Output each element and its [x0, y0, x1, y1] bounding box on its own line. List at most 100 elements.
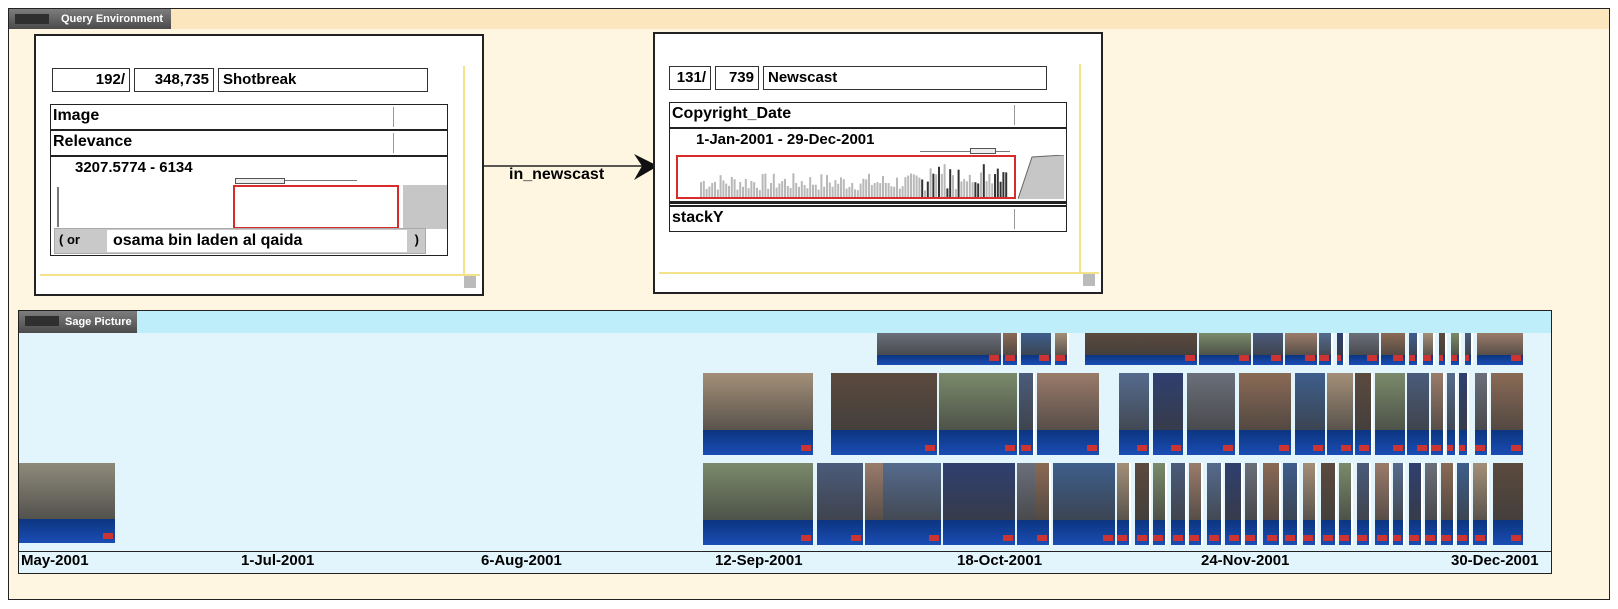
video-thumbnail[interactable]: [1441, 463, 1455, 545]
video-thumbnail[interactable]: [1375, 373, 1405, 455]
video-thumbnail[interactable]: [703, 373, 813, 455]
query-environment-titlebar[interactable]: [171, 9, 1609, 29]
video-thumbnail[interactable]: [1375, 463, 1391, 545]
video-thumbnail[interactable]: [1003, 333, 1019, 365]
video-thumbnail[interactable]: [1135, 463, 1151, 545]
video-thumbnail[interactable]: [883, 463, 941, 545]
video-thumbnail[interactable]: [1491, 373, 1523, 455]
video-thumbnail[interactable]: [1393, 463, 1405, 545]
video-thumbnail[interactable]: [1199, 333, 1251, 365]
video-thumbnail[interactable]: [1253, 333, 1283, 365]
video-thumbnail[interactable]: [1117, 463, 1131, 545]
sage-picture-titlebar[interactable]: [137, 311, 1551, 333]
video-thumbnail[interactable]: [1189, 463, 1203, 545]
video-thumbnail[interactable]: [1357, 463, 1371, 545]
histogram-bar: [1002, 172, 1005, 197]
video-thumbnail[interactable]: [1381, 333, 1405, 365]
histogram-bar: [938, 166, 940, 197]
attribute-image[interactable]: Image: [50, 104, 448, 130]
news-banner: [1327, 430, 1353, 455]
or-close-paren: ): [414, 232, 419, 247]
news-banner: [1493, 520, 1523, 545]
video-thumbnail[interactable]: [703, 463, 813, 545]
video-thumbnail[interactable]: [19, 463, 115, 543]
video-thumbnail[interactable]: [1355, 373, 1373, 455]
video-thumbnail[interactable]: [877, 333, 1001, 365]
video-thumbnail[interactable]: [1153, 373, 1183, 455]
newscast-node-name[interactable]: Newscast: [763, 66, 1047, 90]
newscast-node[interactable]: 131/ 739 Newscast Copyright_Date 1-Jan-2…: [653, 32, 1103, 294]
video-thumbnail[interactable]: [1035, 463, 1051, 545]
video-thumbnail[interactable]: [1451, 333, 1461, 365]
date-range-slider[interactable]: [970, 148, 996, 154]
divider: [1014, 209, 1015, 229]
news-banner: [1119, 430, 1149, 455]
video-thumbnail[interactable]: [939, 373, 1017, 455]
attribute-stacky[interactable]: stackY: [669, 206, 1067, 232]
video-thumbnail[interactable]: [1295, 373, 1325, 455]
video-thumbnail[interactable]: [1263, 463, 1281, 545]
relation-arrow[interactable]: [484, 150, 658, 190]
video-thumbnail[interactable]: [943, 463, 1015, 545]
video-thumbnail[interactable]: [1423, 333, 1435, 365]
video-thumbnail[interactable]: [1473, 463, 1489, 545]
video-thumbnail[interactable]: [1225, 463, 1243, 545]
video-thumbnail[interactable]: [1447, 373, 1457, 455]
video-thumbnail[interactable]: [831, 373, 937, 455]
shotbreak-result-count: 192/: [52, 68, 130, 92]
video-thumbnail[interactable]: [1153, 463, 1167, 545]
video-thumbnail[interactable]: [1439, 333, 1447, 365]
video-thumbnail[interactable]: [1459, 373, 1469, 455]
relevance-range-slider[interactable]: [235, 178, 285, 184]
video-thumbnail[interactable]: [1037, 373, 1099, 455]
shotbreak-node-name[interactable]: Shotbreak: [218, 68, 428, 92]
shotbreak-node[interactable]: 192/ 348,735 Shotbreak Image Relevance 3…: [34, 34, 484, 296]
video-thumbnail[interactable]: [1171, 463, 1187, 545]
video-thumbnail[interactable]: [1021, 333, 1051, 365]
or-clause[interactable]: ( or osama bin laden al qaida ): [54, 228, 426, 254]
axis-label: 30-Dec-2001: [1451, 552, 1539, 569]
video-thumbnail[interactable]: [1187, 373, 1235, 455]
attribute-relevance[interactable]: Relevance: [50, 130, 448, 156]
histogram-bar: [812, 184, 814, 197]
resize-handle[interactable]: [464, 276, 476, 288]
video-thumbnail[interactable]: [1053, 463, 1115, 545]
video-thumbnail[interactable]: [1119, 373, 1149, 455]
relevance-selection-box[interactable]: [233, 185, 399, 229]
video-thumbnail[interactable]: [1475, 373, 1489, 455]
video-thumbnail[interactable]: [1409, 333, 1419, 365]
relation-label[interactable]: in_newscast: [509, 166, 605, 183]
histogram-bar: [761, 174, 764, 197]
video-thumbnail[interactable]: [1327, 373, 1353, 455]
video-thumbnail[interactable]: [1431, 373, 1445, 455]
video-thumbnail[interactable]: [1239, 373, 1291, 455]
video-thumbnail[interactable]: [1337, 333, 1345, 365]
video-thumbnail[interactable]: [1477, 333, 1523, 365]
divider: [393, 107, 394, 127]
video-thumbnail[interactable]: [817, 463, 863, 545]
video-thumbnail[interactable]: [1245, 463, 1259, 545]
video-thumbnail[interactable]: [1285, 333, 1317, 365]
news-banner: [1375, 520, 1389, 545]
search-term[interactable]: osama bin laden al qaida: [107, 230, 407, 252]
video-thumbnail[interactable]: [1407, 373, 1429, 455]
video-thumbnail[interactable]: [1303, 463, 1317, 545]
video-thumbnail[interactable]: [1465, 333, 1473, 365]
video-thumbnail[interactable]: [1457, 463, 1471, 545]
video-thumbnail[interactable]: [1085, 333, 1197, 365]
news-banner: [1491, 430, 1523, 455]
attribute-copyright-date[interactable]: Copyright_Date: [669, 102, 1067, 128]
date-selection-box[interactable]: [676, 155, 1016, 199]
video-thumbnail[interactable]: [1019, 373, 1035, 455]
video-thumbnail[interactable]: [1409, 463, 1423, 545]
video-thumbnail[interactable]: [1493, 463, 1523, 545]
video-thumbnail[interactable]: [1321, 463, 1337, 545]
video-thumbnail[interactable]: [1339, 463, 1353, 545]
video-thumbnail[interactable]: [1055, 333, 1069, 365]
video-thumbnail[interactable]: [1207, 463, 1223, 545]
resize-handle[interactable]: [1083, 274, 1095, 286]
video-thumbnail[interactable]: [1319, 333, 1333, 365]
video-thumbnail[interactable]: [1283, 463, 1299, 545]
video-thumbnail[interactable]: [1425, 463, 1439, 545]
video-thumbnail[interactable]: [1349, 333, 1379, 365]
